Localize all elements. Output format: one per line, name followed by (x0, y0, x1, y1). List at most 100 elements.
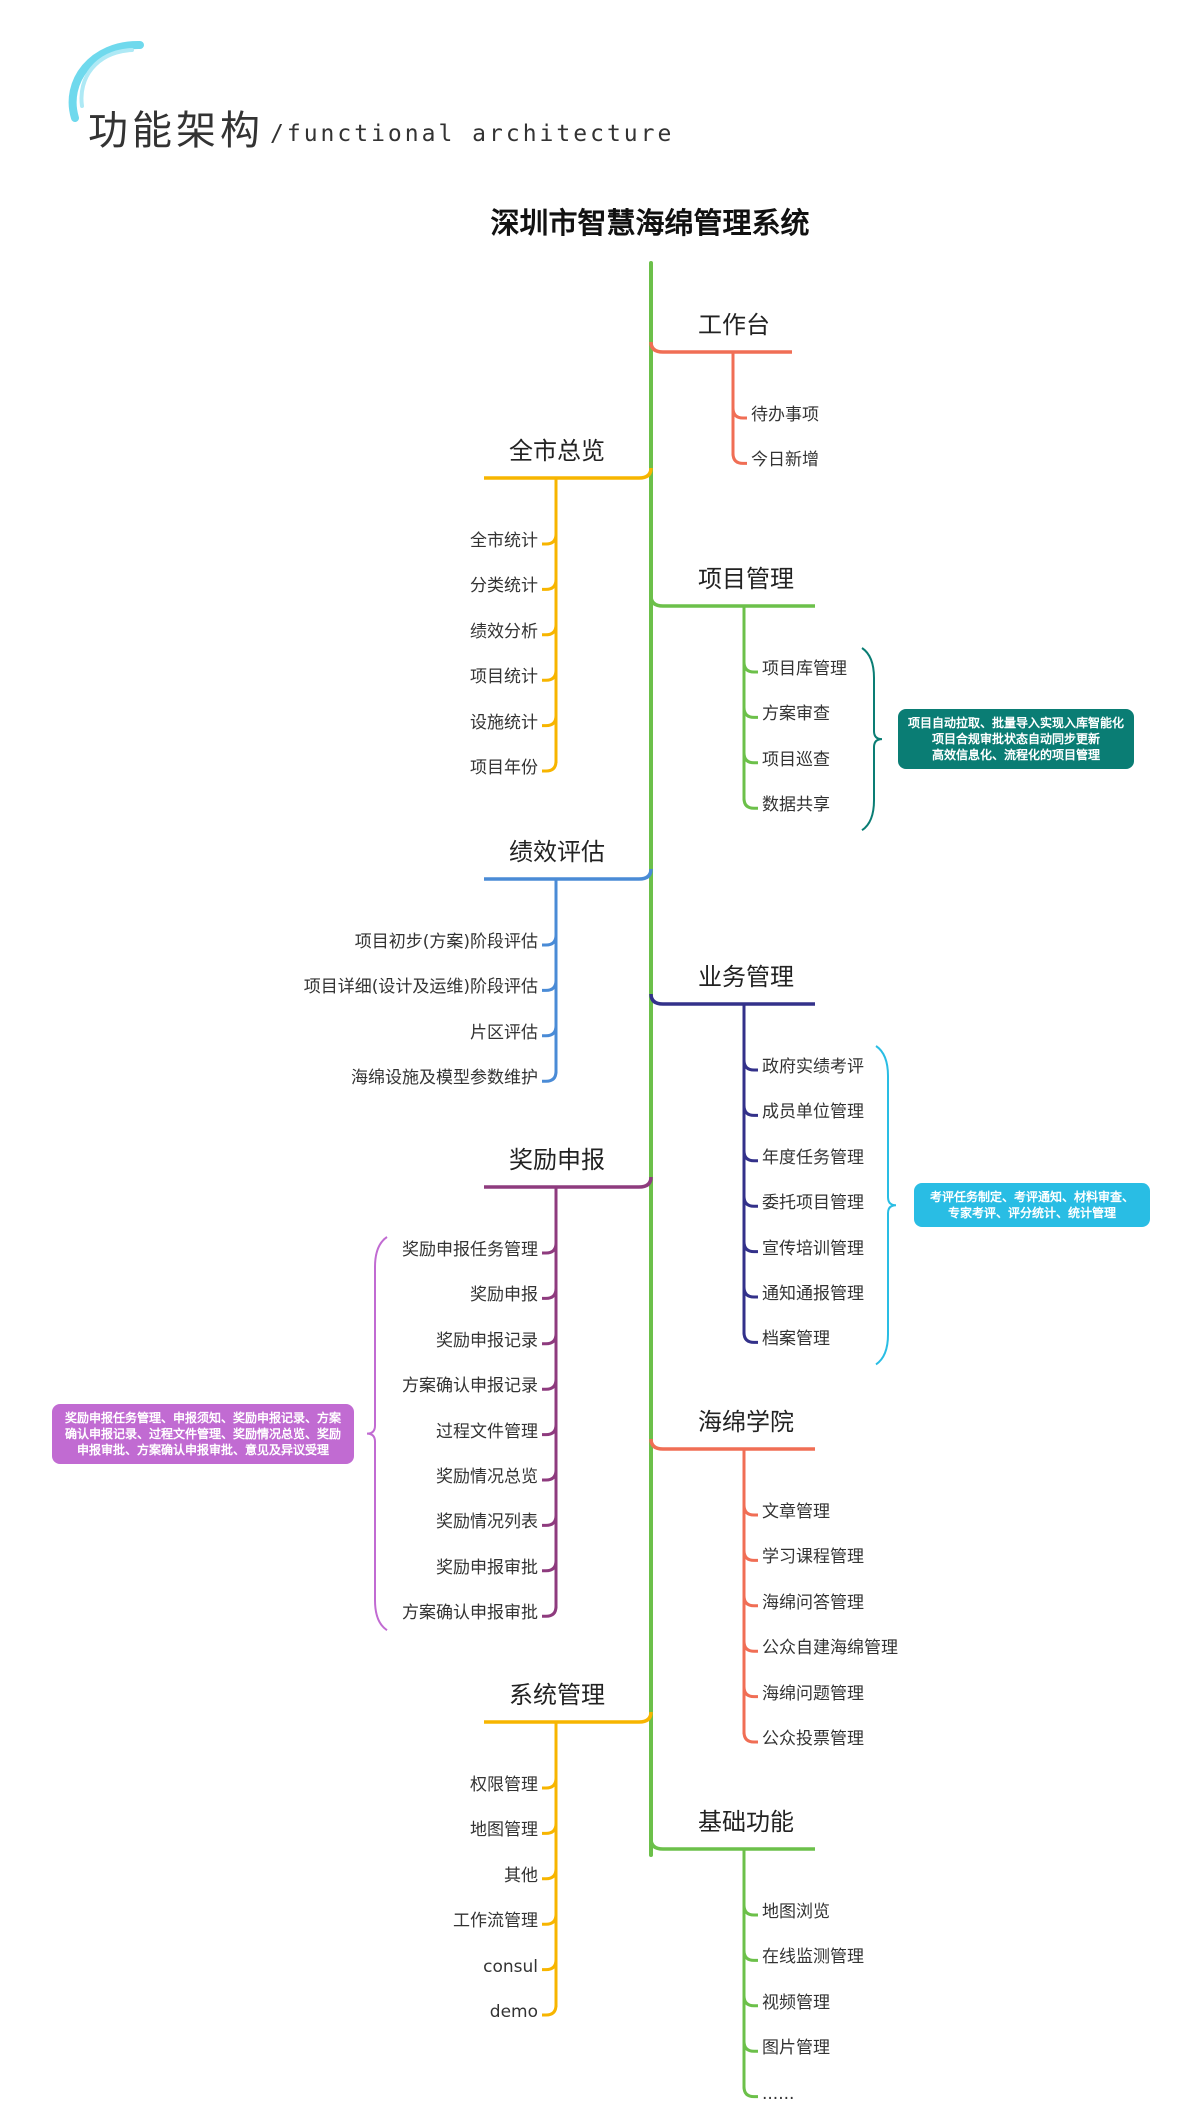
branch-title-overview: 全市总览 (509, 437, 605, 465)
leaf-connector (742, 1241, 758, 1254)
leaf-item-reward-5: 奖励情况总览 (436, 1467, 538, 1487)
leaf-item-business-0: 政府实绩考评 (762, 1057, 864, 1077)
callout-bracket (875, 1045, 897, 1366)
leaf-item-overview-4: 设施统计 (470, 712, 538, 733)
leaf-connector (742, 1550, 758, 1562)
leaf-item-project-2: 项目巡查 (762, 749, 830, 770)
leaf-item-system-2: 其他 (504, 1865, 538, 1886)
callout-line: 项目合规审批状态自动同步更新 (931, 732, 1100, 747)
leaf-connector (742, 1995, 758, 2008)
branch-connector (649, 993, 815, 1006)
leaf-connector (731, 407, 747, 420)
callout-bracket (861, 647, 883, 832)
header-title: 功能架构 (88, 108, 264, 154)
branch-connector (649, 1838, 815, 1851)
callout-bracket (366, 1236, 388, 1632)
leaf-connector (542, 1560, 558, 1573)
leaf-item-reward-3: 方案确认申报记录 (402, 1376, 538, 1397)
leaf-item-overview-3: 项目统计 (470, 667, 538, 688)
leaf-item-workbench-1: 今日新增 (751, 450, 819, 471)
leaf-connector (542, 1959, 558, 1972)
branch-title-project: 项目管理 (698, 565, 794, 593)
leaf-item-academy-5: 公众投票管理 (762, 1729, 864, 1749)
callout-project: 项目自动拉取、批量导入实现入库智能化项目合规审批状态自动同步更新高效信息化、流程… (898, 709, 1134, 770)
leaf-item-academy-0: 文章管理 (762, 1502, 830, 1522)
leaf-item-reward-4: 过程文件管理 (436, 1421, 538, 1442)
leaf-item-basic-0: 地图浏览 (762, 1902, 830, 1922)
leaf-connector (542, 1515, 558, 1527)
leaf-item-basic-4: ...... (762, 2083, 795, 2104)
leaf-item-business-5: 通知通报管理 (762, 1284, 864, 1304)
leaf-connector (542, 624, 558, 637)
leaf-connector (742, 707, 758, 719)
leaf-connector (542, 1424, 558, 1437)
leaf-connector (542, 1469, 558, 1482)
leaf-connector (542, 579, 558, 591)
branch-title-business: 业务管理 (698, 963, 794, 991)
leaf-item-overview-0: 全市统计 (470, 531, 538, 551)
leaf-connector (542, 1914, 558, 1926)
leaf-connector (542, 1379, 558, 1391)
leaf-item-business-2: 年度任务管理 (762, 1147, 864, 1168)
callout-reward: 奖励申报任务管理、申报须知、奖励申报记录、方案确认申报记录、过程文件管理、奖励情… (52, 1403, 354, 1464)
leaf-item-project-3: 数据共享 (762, 795, 830, 816)
leaf-connector (742, 1105, 758, 1117)
callout-line: 高效信息化、流程化的项目管理 (931, 748, 1100, 763)
leaf-connector (742, 1332, 758, 1344)
branch-title-workbench: 工作台 (698, 311, 770, 339)
leaf-item-business-3: 委托项目管理 (762, 1193, 864, 1214)
leaf-connector (742, 1731, 758, 1744)
branch-title-reward: 奖励申报 (509, 1146, 605, 1174)
leaf-connector (542, 1071, 558, 1083)
leaf-connector (542, 1025, 558, 1038)
leaf-item-system-1: 地图管理 (470, 1820, 538, 1841)
leaf-connector (742, 798, 758, 810)
logo-arc-inner-icon (79, 48, 134, 108)
leaf-connector (742, 1686, 758, 1699)
logo-arc-icon (68, 40, 144, 122)
branch-title-academy: 海绵学院 (698, 1408, 794, 1436)
leaf-item-basic-1: 在线监测管理 (762, 1947, 864, 1968)
leaf-item-overview-2: 绩效分析 (470, 621, 538, 642)
leaf-connector (742, 1504, 758, 1517)
leaf-item-system-3: 工作流管理 (453, 1911, 538, 1932)
leaf-connector (742, 1641, 758, 1653)
callout-line: 专家考评、评分统计、统计管理 (947, 1206, 1116, 1221)
leaf-item-academy-1: 学习课程管理 (762, 1547, 864, 1568)
leaf-item-basic-3: 图片管理 (762, 2038, 830, 2059)
leaf-connector (742, 752, 758, 765)
leaf-connector (742, 661, 758, 674)
leaf-connector (731, 453, 747, 465)
leaf-connector (542, 1288, 558, 1300)
leaf-connector (542, 1823, 558, 1835)
leaf-connector (542, 533, 558, 546)
leaf-item-reward-7: 奖励申报审批 (436, 1557, 538, 1578)
leaf-item-reward-0: 奖励申报任务管理 (402, 1240, 538, 1260)
leaf-item-business-1: 成员单位管理 (762, 1102, 864, 1123)
leaf-connector (542, 1777, 558, 1790)
branch-connector (484, 1176, 653, 1189)
callout-line: 项目自动拉取、批量导入实现入库智能化 (907, 716, 1124, 731)
leaf-connector (742, 1950, 758, 1962)
leaf-item-performance-1: 项目详细(设计及运维)阶段评估 (303, 977, 538, 998)
branch-connector (484, 868, 653, 881)
leaf-connector (542, 760, 558, 773)
leaf-item-business-6: 档案管理 (762, 1329, 830, 1350)
leaf-connector (742, 1150, 758, 1163)
leaf-connector (542, 1333, 558, 1346)
leaf-connector (742, 2086, 758, 2099)
leaf-item-basic-2: 视频管理 (762, 1992, 830, 2013)
callout-business: 考评任务制定、考评通知、材料审查、专家考评、评分统计、统计管理 (914, 1183, 1150, 1228)
leaf-item-workbench-0: 待办事项 (751, 405, 819, 425)
leaf-item-reward-8: 方案确认申报审批 (402, 1603, 538, 1624)
branch-connector (649, 1438, 815, 1451)
leaf-item-performance-2: 片区评估 (470, 1022, 538, 1043)
branch-connector (484, 1711, 653, 1724)
leaf-item-business-4: 宣传培训管理 (762, 1238, 864, 1259)
leaf-item-reward-1: 奖励申报 (470, 1285, 538, 1306)
leaf-connector (742, 1904, 758, 1917)
leaf-connector (542, 934, 558, 947)
branch-title-system: 系统管理 (509, 1681, 605, 1709)
leaf-item-overview-5: 项目年份 (470, 758, 538, 778)
